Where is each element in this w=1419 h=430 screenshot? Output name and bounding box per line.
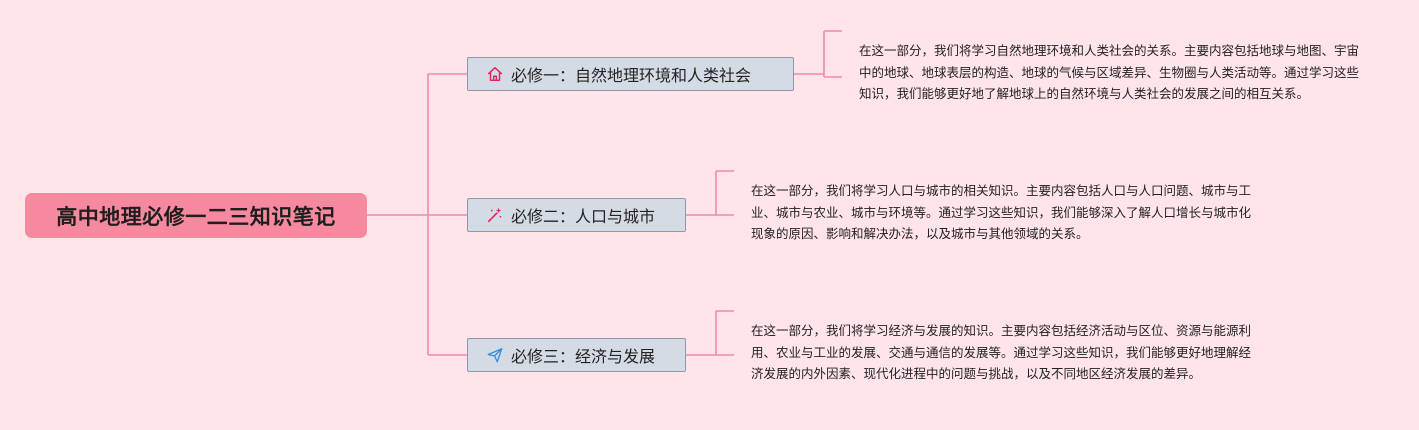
topic-description-1: 在这一部分，我们将学习自然地理环境和人类社会的关系。主要内容包括地球与地图、宇宙… (859, 43, 1360, 101)
paper-plane-icon (485, 345, 505, 365)
connector-desc-3 (686, 310, 734, 356)
root-label: 高中地理必修一二三知识笔记 (56, 204, 336, 229)
topic-node-3[interactable]: 必修三：经济与发展 (467, 338, 686, 372)
connector-desc-2 (686, 170, 734, 216)
topic-description-3: 在这一部分，我们将学习经济与发展的知识。主要内容包括经济活动与区位、资源与能源利… (751, 323, 1252, 381)
root-node[interactable]: 高中地理必修一二三知识笔记 (25, 193, 367, 238)
connector-desc-1 (794, 30, 842, 78)
topic-description-2: 在这一部分，我们将学习人口与城市的相关知识。主要内容包括人口与人口问题、城市与工… (751, 183, 1252, 241)
topic-node-2[interactable]: 必修二：人口与城市 (467, 198, 686, 232)
house-icon (485, 64, 505, 84)
magic-wand-icon (485, 205, 505, 225)
topic-label-1: 必修一：自然地理环境和人类社会 (511, 66, 752, 85)
topic-node-1[interactable]: 必修一：自然地理环境和人类社会 (467, 57, 794, 91)
topic-label-3: 必修三：经济与发展 (511, 347, 656, 366)
topic-label-2: 必修二：人口与城市 (511, 207, 656, 226)
